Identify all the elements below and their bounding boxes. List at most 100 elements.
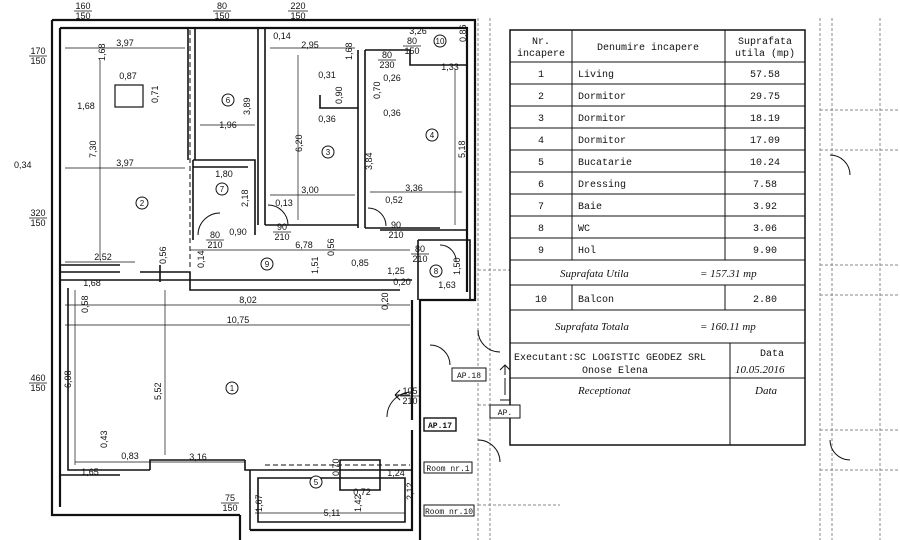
dim-210: 210 (274, 232, 289, 242)
dim-620: 6,20 (294, 134, 304, 152)
header-area-unit: utila (mp) (735, 48, 795, 60)
dim-052: 0,52 (385, 195, 403, 205)
dim-168: 1,68 (83, 278, 101, 288)
dim-552: 5,52 (153, 382, 163, 400)
room-number: 5 (314, 478, 319, 487)
tag-ap17: AP.17 (428, 422, 452, 431)
row-nr: 1 (538, 70, 544, 81)
dim-150: 150 (30, 383, 45, 393)
row-area: 29.75 (750, 92, 780, 103)
row-area: 3.06 (753, 224, 777, 235)
dim-070: 0,70 (331, 458, 341, 476)
dim-252: 2,52 (94, 252, 112, 262)
room-number: 4 (430, 131, 435, 140)
dim-168: 1,68 (344, 42, 354, 60)
dim-026: 0,26 (383, 73, 401, 83)
dim-220: 220 (290, 1, 305, 11)
row-nr: 4 (538, 136, 544, 147)
dim-511: 5,11 (324, 508, 341, 518)
dim-071: 0,71 (150, 85, 160, 103)
balcon-name: Balcon (578, 294, 614, 306)
header-area: Suprafata (738, 36, 792, 48)
dim-125: 1,25 (387, 266, 405, 276)
dim-80: 80 (210, 230, 220, 240)
dim-014: 0,14 (196, 250, 206, 268)
dim-1075: 10,75 (227, 315, 250, 325)
dim-083: 0,83 (121, 451, 139, 461)
dim-300: 3,00 (301, 185, 319, 195)
dim-056: 0,56 (326, 238, 336, 256)
table-rows: 1 Living 57.58 2 Dormitor 29.75 3 Dormit… (538, 69, 780, 257)
dim-031: 0,31 (318, 70, 336, 80)
dim-020: 0,20 (393, 277, 411, 287)
dim-036: 0,36 (318, 114, 336, 124)
row-name: WC (578, 224, 590, 235)
dim-678: 6,78 (295, 240, 313, 250)
dim-087: 0,87 (119, 71, 137, 81)
dim-150: 150 (214, 11, 229, 21)
receptionat-label: Receptionat (577, 385, 631, 397)
room-number: 7 (220, 185, 225, 194)
util-value: = 157.31 mp (700, 268, 757, 280)
tag-room-b: Room nr.10 (425, 508, 473, 517)
dim-150: 150 (30, 218, 45, 228)
room-number: 8 (434, 267, 439, 276)
dim-056: 0,56 (158, 246, 168, 264)
dim-168: 1,68 (97, 43, 107, 61)
dim-608: 6,08 (63, 370, 73, 388)
row-nr: 6 (538, 180, 544, 191)
row-name: Bucatarie (578, 157, 632, 169)
dim-013: 0,13 (275, 198, 293, 208)
row-nr: 7 (538, 202, 544, 213)
dim-460: 460 (30, 373, 45, 383)
interior-walls (60, 28, 471, 530)
dim-151: 1,51 (310, 256, 320, 274)
cabinet-room2 (114, 84, 144, 108)
balcon-nr: 10 (535, 295, 547, 306)
dimension-labels: 160 150 80 150 220 150 170 150 0,34 320 … (14, 1, 468, 518)
dim-133: 1,33 (441, 62, 459, 72)
dim-163: 1,63 (438, 280, 456, 290)
apartment-tags: AP.18 AP.17 AP. Room nr.1 Room nr.10 (423, 367, 521, 517)
row-name: Baie (578, 201, 602, 213)
dim-168: 1,68 (77, 101, 95, 111)
dim-320: 320 (30, 208, 45, 218)
tag-room-a: Room nr.1 (426, 465, 469, 474)
total-label: Suprafata Totala (555, 321, 629, 333)
tag-ap: AP. (498, 409, 512, 418)
area-table: Nr. incapere Denumire incapere Suprafata… (509, 29, 806, 446)
dim-150: 150 (404, 46, 419, 56)
room-number: 2 (140, 199, 145, 208)
dim-014: 0,14 (273, 31, 291, 41)
dim-150: 150 (290, 11, 305, 21)
row-name: Hol (578, 245, 596, 257)
balcon-area: 2.80 (753, 295, 777, 306)
row-name: Dormitor (578, 91, 626, 103)
dim-170: 170 (30, 46, 45, 56)
total-value: = 160.11 mp (700, 321, 756, 333)
dim-020: 0,20 (380, 292, 390, 310)
row-name: Dormitor (578, 135, 626, 147)
row-area: 3.92 (753, 202, 777, 213)
dim-90: 90 (277, 222, 287, 232)
row-area: 7.58 (753, 180, 777, 191)
dim-167: 1,67 (254, 494, 264, 512)
dim-196: 1,96 (219, 120, 237, 130)
room-number: 10 (436, 37, 445, 46)
room-number: 9 (265, 260, 270, 269)
dim-150: 1,50 (452, 257, 462, 275)
dim-75: 75 (225, 493, 235, 503)
row-area: 17.09 (750, 136, 780, 147)
dim-124: 1,24 (387, 468, 405, 478)
row-name: Dressing (578, 179, 626, 191)
room-number: 3 (326, 148, 331, 157)
dim-230: 230 (379, 60, 394, 70)
row-nr: 8 (538, 224, 544, 235)
tag-ap18: AP.18 (457, 372, 481, 381)
dim-397: 3,97 (116, 158, 134, 168)
date-value: 10.05.2016 (735, 364, 785, 376)
dim-80: 80 (407, 36, 417, 46)
dim-058: 0,58 (80, 295, 90, 313)
dim-142: 1,42 (353, 494, 363, 512)
